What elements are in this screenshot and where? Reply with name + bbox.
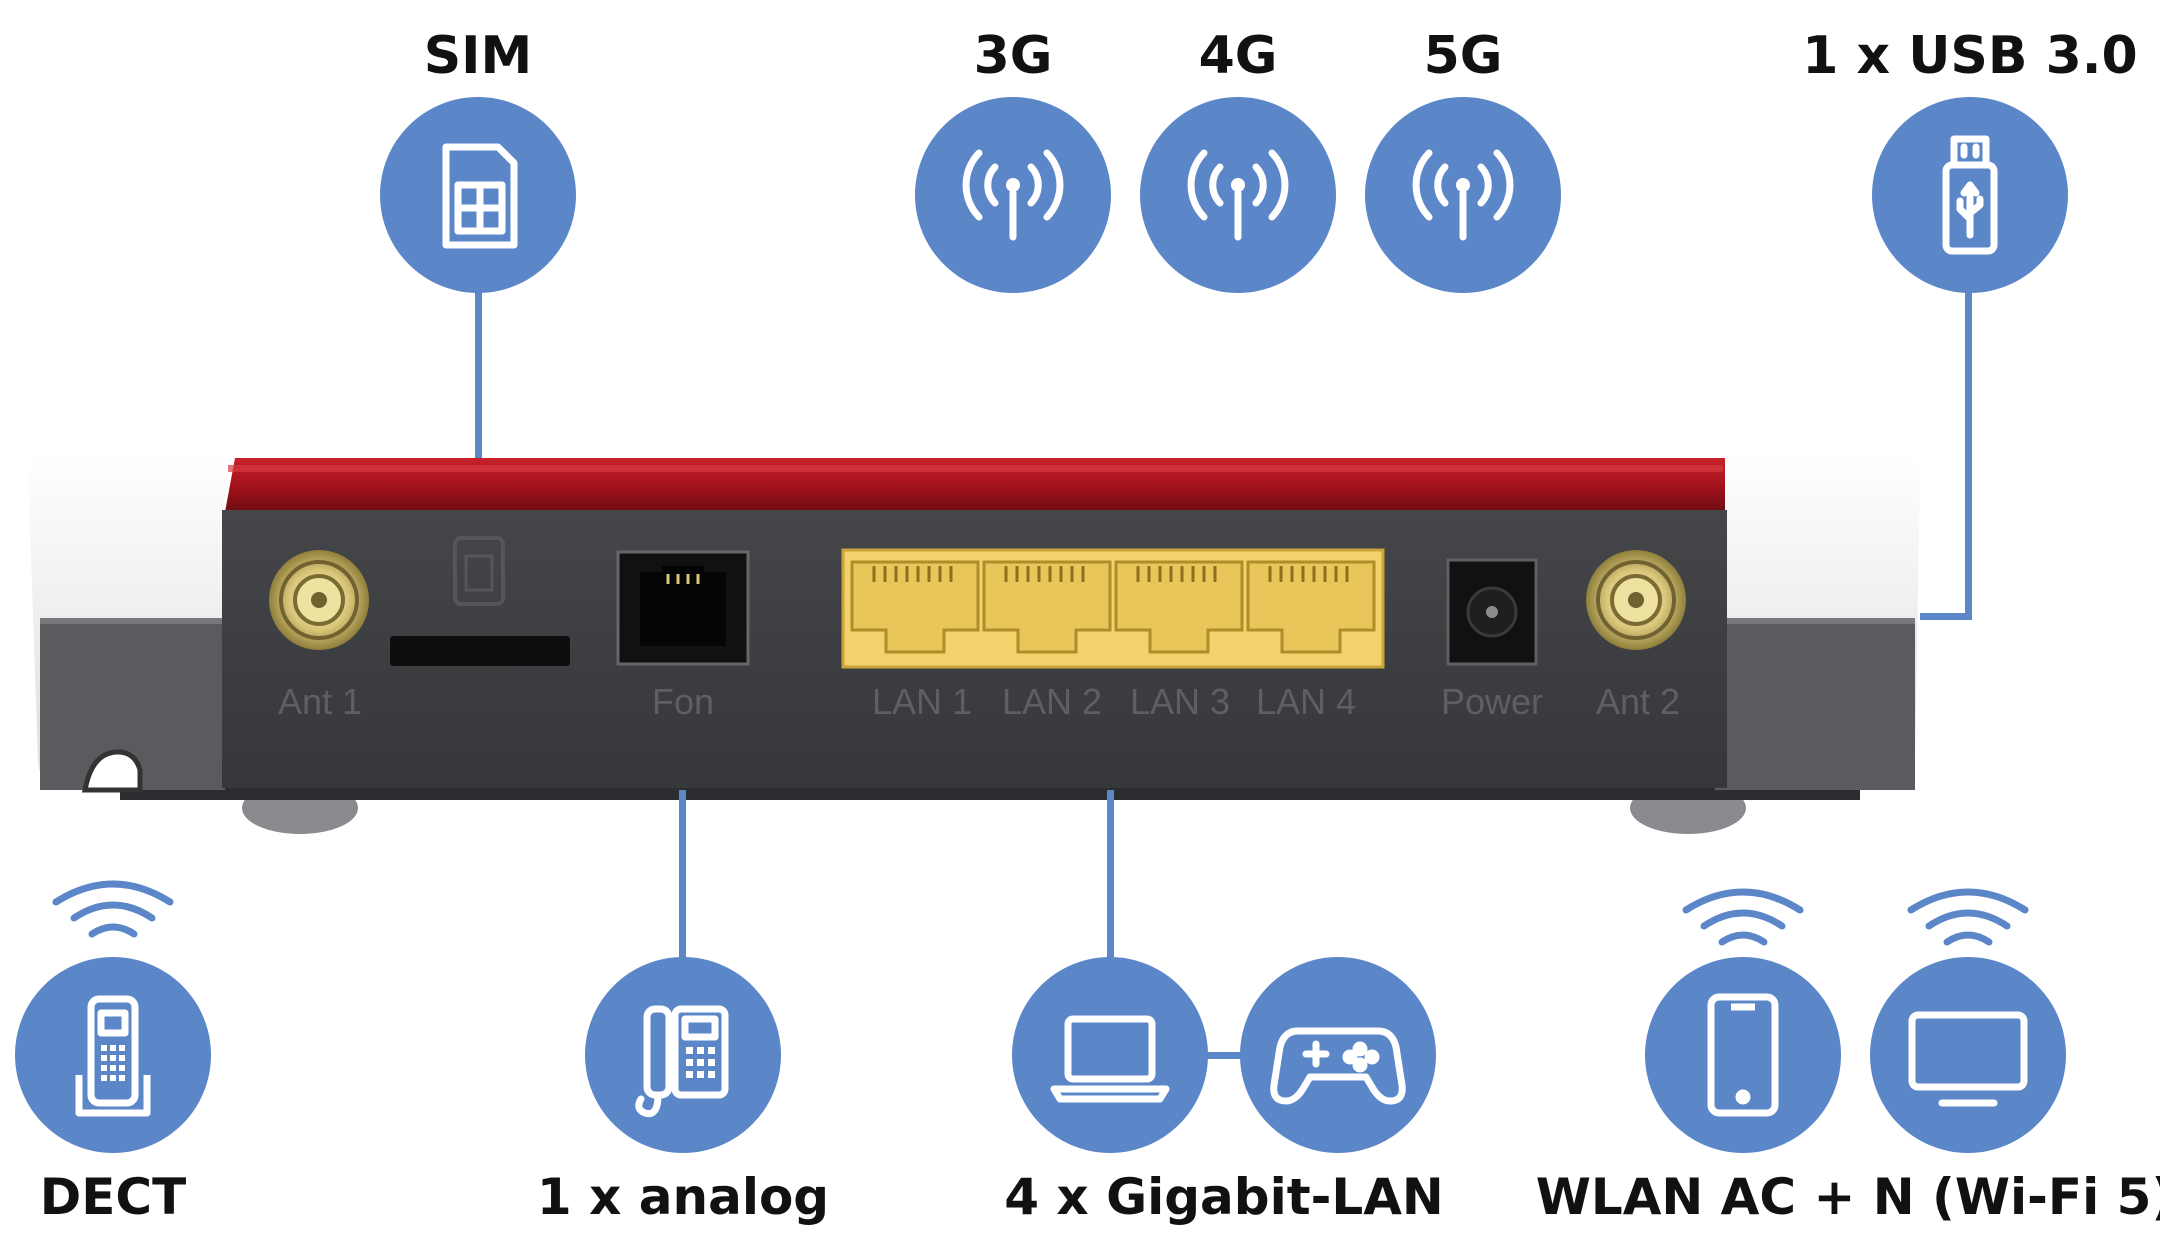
gamepad-icon <box>1240 957 1436 1153</box>
antenna-connector-1 <box>269 550 369 650</box>
desk-phone-icon <box>585 957 781 1153</box>
connector-line-usb <box>1965 290 1972 620</box>
antenna-connector-2 <box>1586 550 1686 650</box>
label-wlan: WLAN AC + N (Wi-Fi 5) <box>1535 1168 2160 1226</box>
antenna-signal-icon <box>915 97 1111 293</box>
connector-line-lan-devices <box>1200 1052 1244 1059</box>
power-jack <box>1446 558 1538 666</box>
port-label-power: Power <box>1440 681 1544 722</box>
lan-jack <box>1246 560 1376 654</box>
antenna-signal-icon <box>1140 97 1336 293</box>
connector-line-lan <box>1107 790 1114 960</box>
sim-card-icon <box>380 97 576 293</box>
port-label-ant1: Ant 1 <box>277 681 363 722</box>
label-usb: 1 x USB 3.0 <box>1802 26 2138 86</box>
connector-line-sim <box>475 290 482 458</box>
smartphone-icon <box>1645 957 1841 1153</box>
label-gigabit-lan: 4 x Gigabit-LAN <box>1004 1168 1444 1226</box>
port-label-ant2: Ant 2 <box>1595 681 1681 722</box>
usb-stick-icon <box>1872 97 2068 293</box>
port-label-lan1: LAN 1 <box>871 681 973 722</box>
label-3g: 3G <box>973 26 1053 86</box>
label-sim: SIM <box>423 26 533 86</box>
port-label-fon: Fon <box>651 681 715 722</box>
wifi-waves-icon <box>1682 888 1804 946</box>
monitor-icon <box>1870 957 2066 1153</box>
wifi-waves-icon <box>1907 888 2029 946</box>
sim-slot <box>390 536 570 666</box>
lan-jack <box>982 560 1112 654</box>
port-label-lan3: LAN 3 <box>1129 681 1231 722</box>
connector-line-usb-horizontal <box>1920 613 1972 620</box>
cordless-phone-icon <box>15 957 211 1153</box>
fon-port <box>616 550 750 666</box>
label-5g: 5G <box>1423 26 1503 86</box>
label-4g: 4G <box>1198 26 1278 86</box>
connector-line-analog <box>679 790 686 960</box>
laptop-icon <box>1012 957 1208 1153</box>
label-dect: DECT <box>39 1168 187 1226</box>
antenna-signal-icon <box>1365 97 1561 293</box>
port-label-lan2: LAN 2 <box>1001 681 1103 722</box>
label-analog: 1 x analog <box>536 1168 830 1226</box>
lan-ports-block <box>841 548 1385 669</box>
lan-jack <box>1114 560 1244 654</box>
lan-jack <box>850 560 980 654</box>
wifi-waves-icon <box>52 880 174 938</box>
port-label-lan4: LAN 4 <box>1255 681 1357 722</box>
